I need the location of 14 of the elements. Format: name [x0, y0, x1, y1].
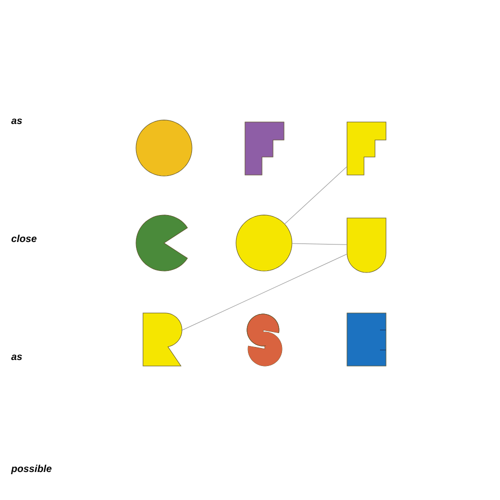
u-shape [346, 218, 386, 273]
f-shape [346, 122, 386, 176]
side-word: as [11, 118, 22, 124]
side-word: possible [10, 464, 52, 474]
e-shape [346, 312, 386, 366]
connector-line [292, 243, 348, 245]
f-shape [244, 122, 284, 176]
connector-line [284, 166, 348, 224]
side-word: close [12, 234, 36, 242]
s-shape [246, 314, 282, 366]
connector-line [180, 254, 348, 331]
pacman-shape [136, 214, 188, 272]
r-shape [142, 312, 182, 366]
side-word: as [11, 354, 22, 360]
